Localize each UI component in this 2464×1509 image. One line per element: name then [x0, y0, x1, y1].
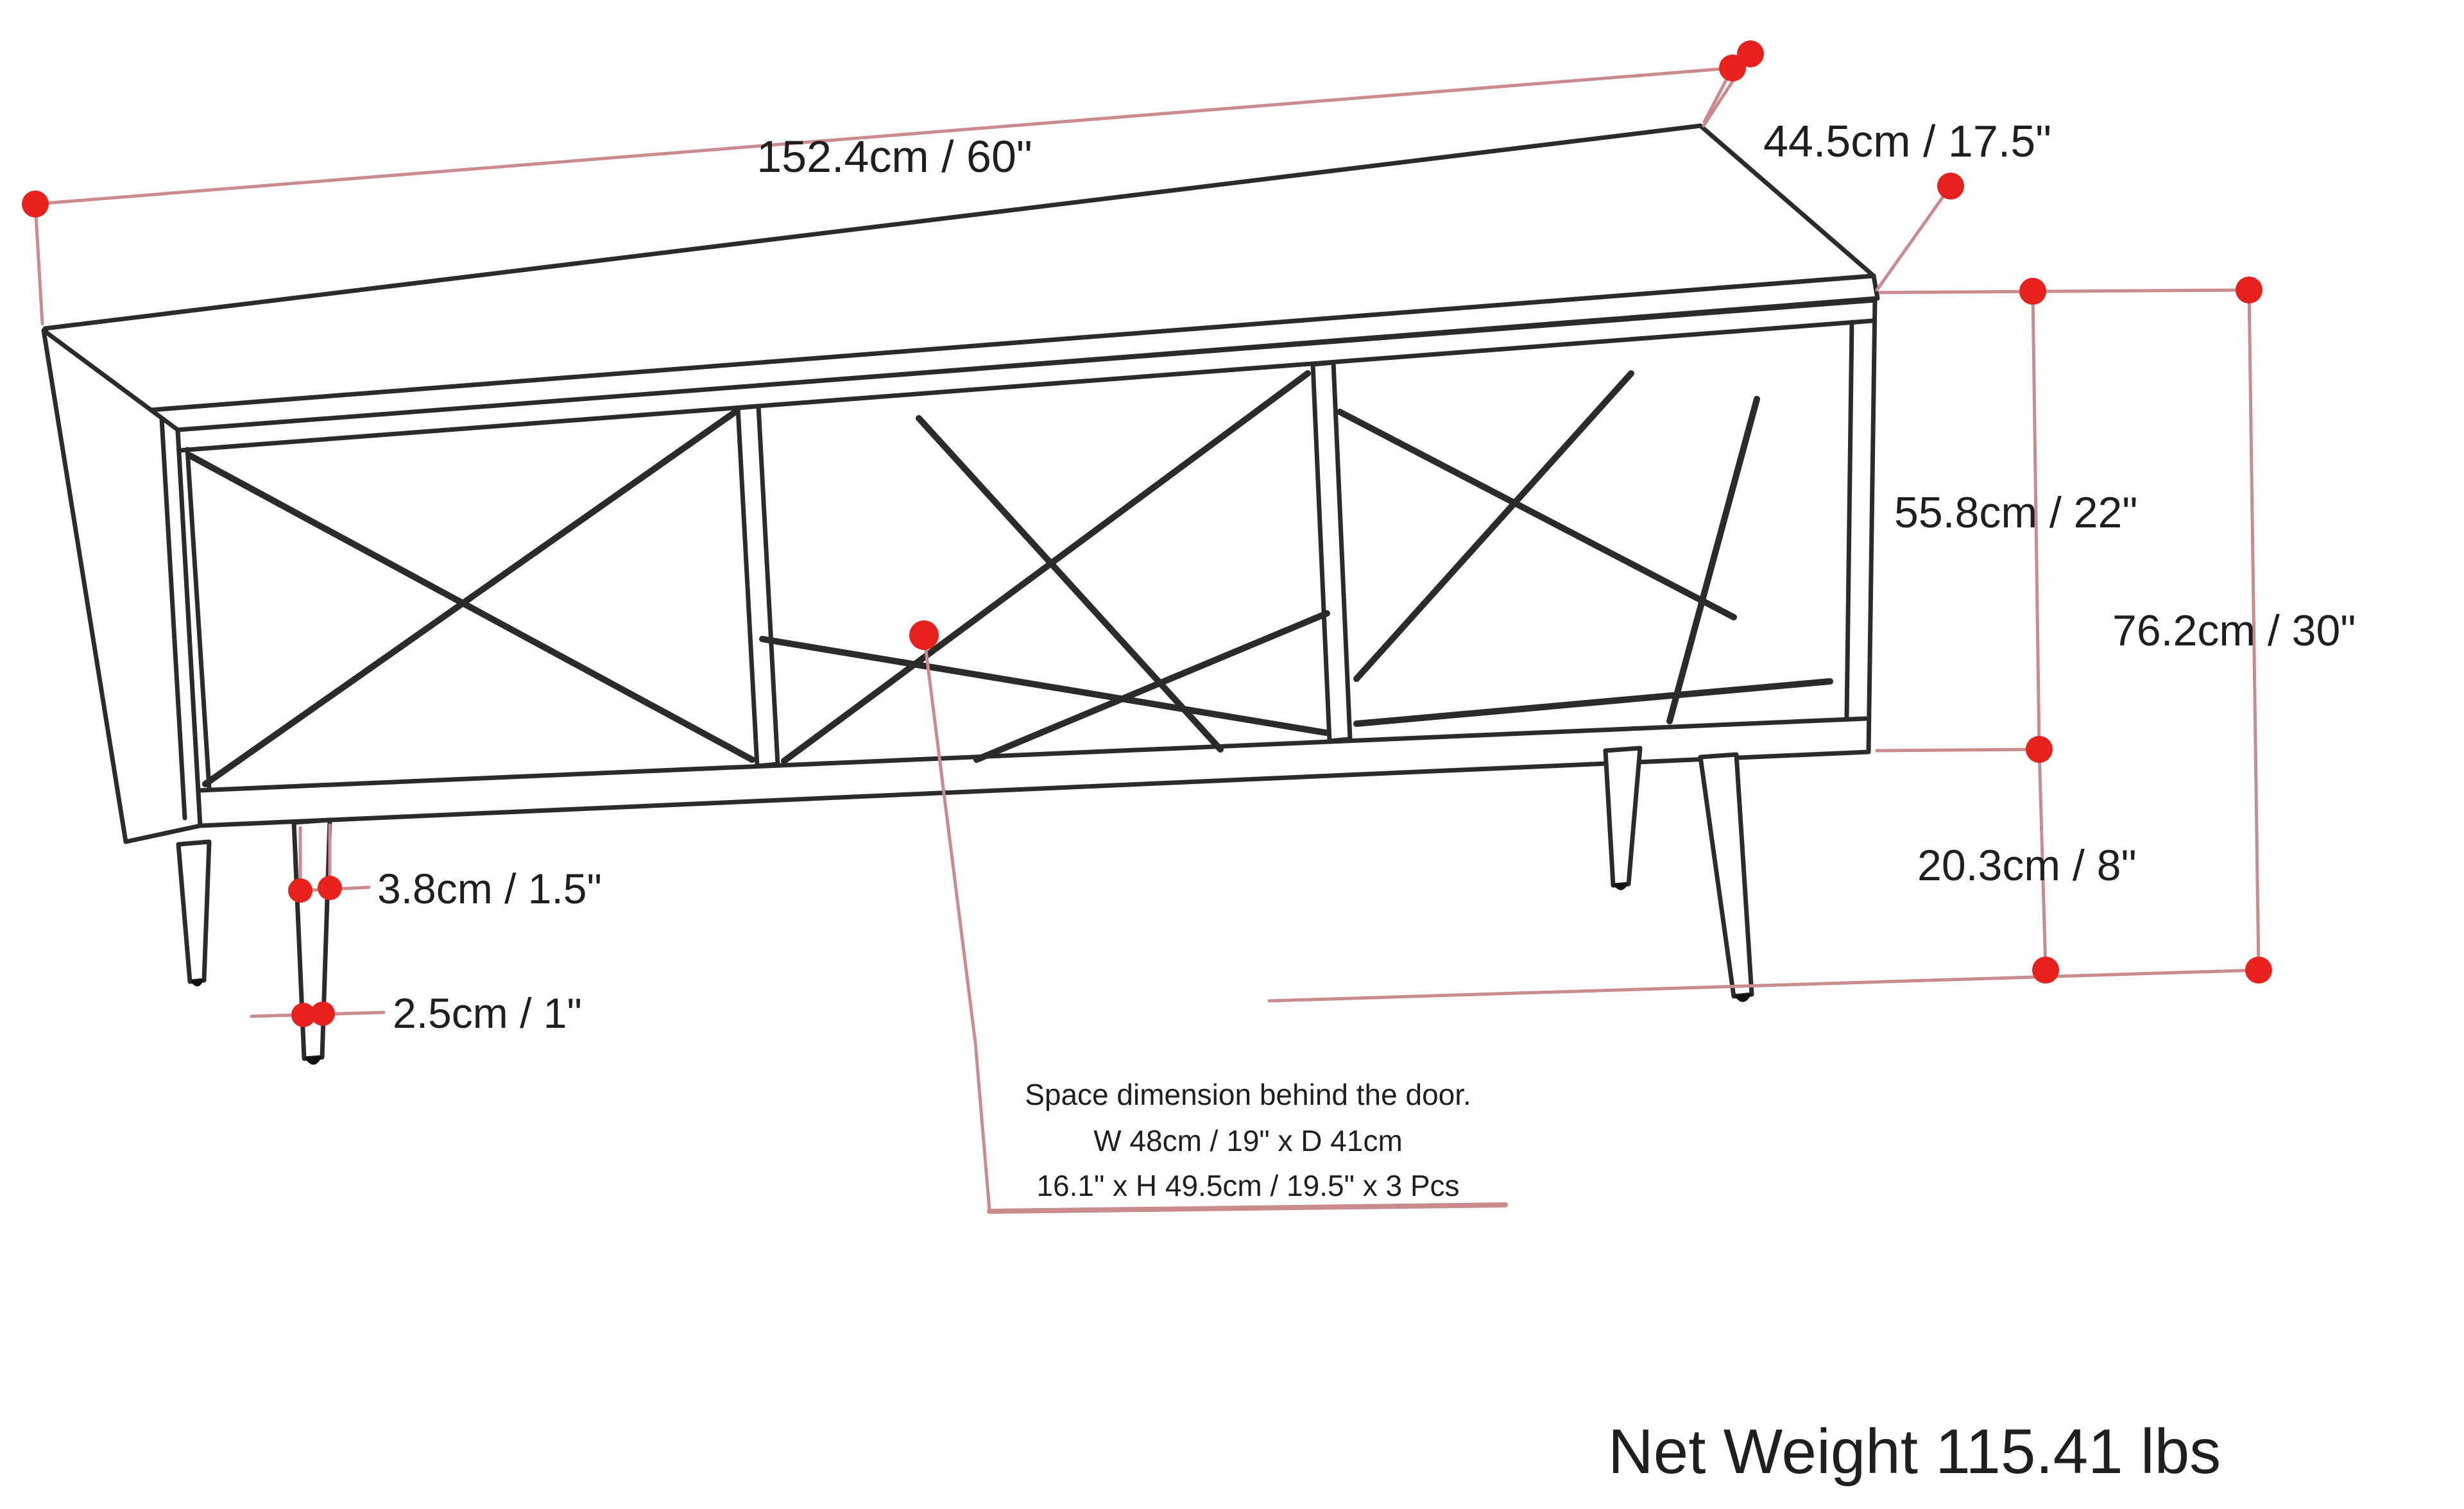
top-extension-line [1878, 288, 2254, 294]
leg-front-right [1698, 752, 1754, 999]
total-height-line [2247, 288, 2261, 972]
note-leader-line [922, 633, 991, 1212]
leg-tips [190, 883, 1752, 1065]
side-panel-thickness-line [159, 416, 187, 821]
cabinet-front-face [175, 298, 1878, 828]
leg-foot-width-dot-2 [311, 1002, 335, 1026]
dimension-marker-dots [22, 40, 2272, 1027]
depth-tick-front [1875, 184, 1953, 292]
leg-top-width-label: 3.8cm / 1.5" [377, 865, 602, 912]
left-door-pattern [187, 409, 755, 787]
leg-tip-front-right [1734, 993, 1752, 1002]
body-height-label: 55.8cm / 22" [1894, 488, 2137, 537]
total-height-dot-top [2236, 277, 2263, 303]
total-height-dot-bottom [2245, 957, 2272, 984]
leg-rear-right [1603, 746, 1643, 888]
right-frame-line [1844, 320, 1854, 720]
leg-top-width-dot-1 [288, 878, 312, 903]
middle-door-pattern [759, 370, 1330, 764]
door-space-note: Space dimension behind the door. W 48cm … [1025, 1078, 1471, 1202]
right-door-pattern [1337, 370, 1833, 727]
dimension-labels: 152.4cm / 60" 44.5cm / 17.5" 55.8cm / 22… [377, 116, 2356, 1037]
leg-foot-width-label: 2.5cm / 1" [393, 989, 582, 1037]
floor-line [1267, 968, 2261, 1003]
leg-top-width-dot-2 [318, 876, 342, 900]
leg-height-line [2037, 747, 2048, 972]
note-line-3: 16.1" x H 49.5cm / 19.5" x 3 Pcs [1036, 1169, 1459, 1202]
leg-height-dot-bottom [2032, 957, 2059, 984]
width-dot-left [22, 191, 49, 217]
body-height-dot-bottom [2026, 736, 2053, 763]
net-weight-label: Net Weight 115.41 lbs [1608, 1416, 2221, 1487]
note-underline [987, 1202, 1508, 1214]
left-frame-line [185, 447, 212, 790]
leg-tip-front-left [304, 1056, 322, 1065]
total-height-label: 76.2cm / 30" [2112, 606, 2356, 655]
door-space-marker-dot [909, 620, 939, 650]
width-tick-left [33, 202, 44, 326]
body-bottom-extension-line [1875, 747, 2041, 753]
door-divider-1 [735, 404, 780, 769]
width-dimension-line [33, 66, 1734, 206]
dimension-lines [33, 52, 2261, 1214]
body-height-dot-top [2019, 278, 2046, 305]
body-height-line [2031, 289, 2041, 751]
note-line-1: Space dimension behind the door. [1025, 1078, 1471, 1111]
depth-label: 44.5cm / 17.5" [1763, 116, 2051, 166]
leg-foot-width-dot-1 [291, 1003, 316, 1027]
bottom-rail-line [196, 716, 1869, 793]
top-rail-line [177, 318, 1875, 453]
depth-dot-front [1937, 173, 1964, 200]
width-label: 152.4cm / 60" [757, 132, 1032, 182]
leg-height-label: 20.3cm / 8" [1917, 841, 2137, 890]
leg-rear-left [176, 839, 212, 984]
depth-dot-back [1737, 40, 1764, 67]
leg-tip-rear-right [1613, 883, 1629, 891]
leg-tip-rear-left [190, 979, 204, 987]
note-line-2: W 48cm / 19" x D 41cm [1093, 1124, 1403, 1157]
cabinet-drawing [41, 123, 1880, 1065]
